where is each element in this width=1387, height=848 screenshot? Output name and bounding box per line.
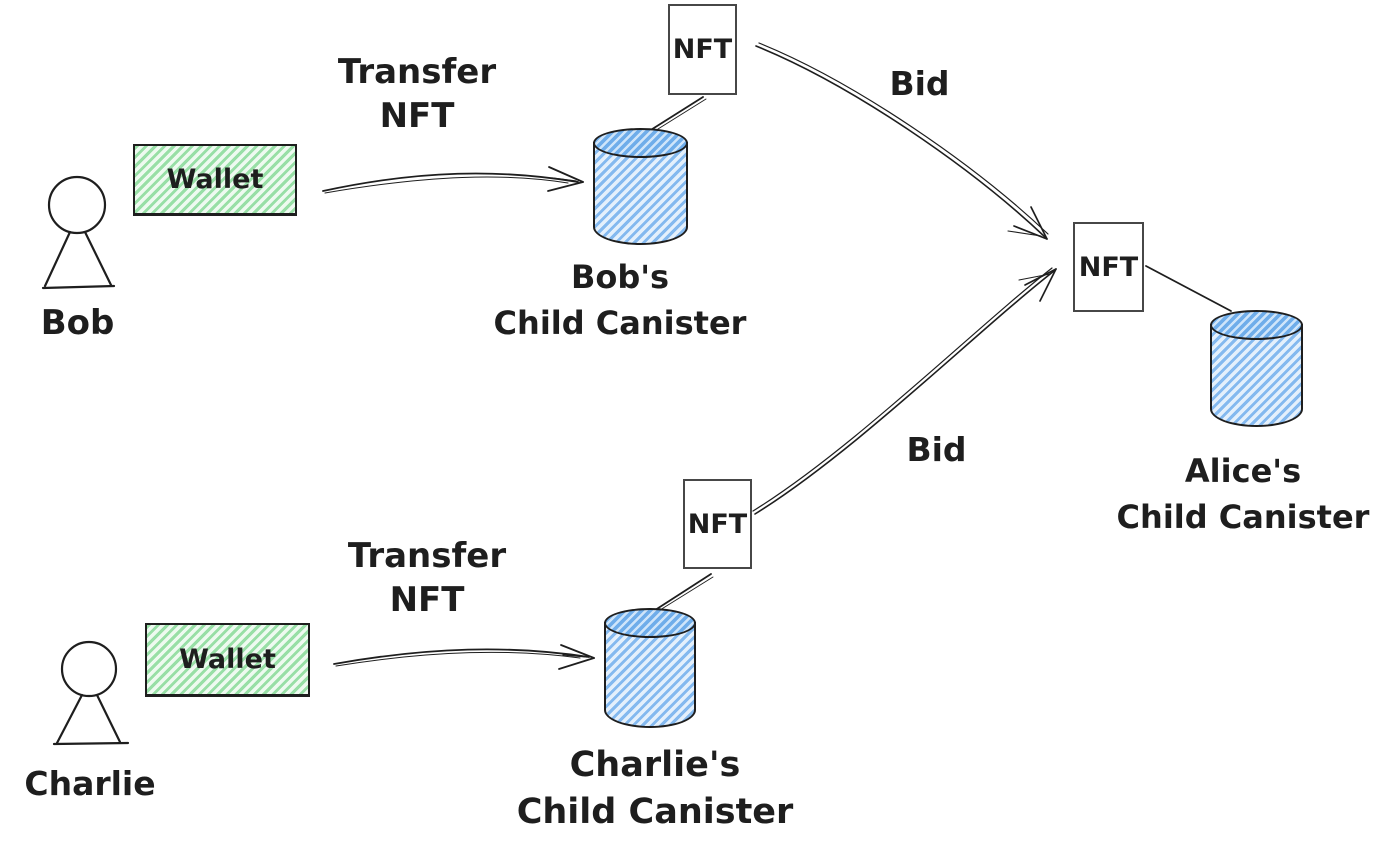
- bob-canister-label: Bob's Child Canister: [493, 258, 747, 343]
- bob-wallet-label: Wallet: [166, 164, 264, 195]
- charlie-wallet-box: Wallet: [145, 623, 310, 697]
- bid-label-bob: Bid: [889, 64, 950, 103]
- cylinder-body: [604, 622, 696, 728]
- transfer-arrow-bob: [322, 166, 584, 194]
- charlie-person-icon: [52, 640, 130, 746]
- bid-arrow-bob: [755, 42, 1049, 240]
- alice-canister-cylinder: [1210, 310, 1303, 427]
- charlie-name-label: Charlie: [24, 764, 156, 803]
- cylinder-body: [1210, 324, 1303, 427]
- charlie-nft-label: NFT: [687, 508, 748, 540]
- cylinder-top: [1210, 310, 1303, 340]
- transfer-arrow-charlie: [333, 644, 595, 670]
- bob-name-label: Bob: [40, 303, 115, 343]
- alice-canister-label: Alice's Child Canister: [1116, 452, 1370, 537]
- charlie-nft-box: NFT: [683, 479, 752, 569]
- alice-nft-box: NFT: [1073, 222, 1144, 312]
- alice-nft-label: NFT: [1078, 251, 1139, 283]
- bob-canister-cylinder: [593, 128, 688, 245]
- charlie-canister-label: Charlie's Child Canister: [516, 745, 794, 833]
- bob-wallet-box: Wallet: [133, 144, 297, 216]
- bid-label-charlie: Bid: [906, 430, 967, 469]
- bob-nft-label: NFT: [672, 34, 733, 65]
- charlie-wallet-label: Wallet: [179, 644, 276, 675]
- bob-nft-connector: [645, 96, 707, 135]
- bob-person-icon: [41, 175, 116, 290]
- cylinder-top: [604, 608, 696, 638]
- cylinder-top: [593, 128, 688, 158]
- transfer-nft-label-charlie: Transfer NFT: [347, 536, 507, 621]
- charlie-canister-cylinder: [604, 608, 696, 728]
- bid-arrow-charlie: [752, 267, 1057, 515]
- alice-nft-connector: [1145, 265, 1232, 312]
- cylinder-body: [593, 142, 688, 245]
- bob-nft-box: NFT: [668, 4, 737, 95]
- transfer-nft-label-bob: Transfer NFT: [337, 52, 497, 137]
